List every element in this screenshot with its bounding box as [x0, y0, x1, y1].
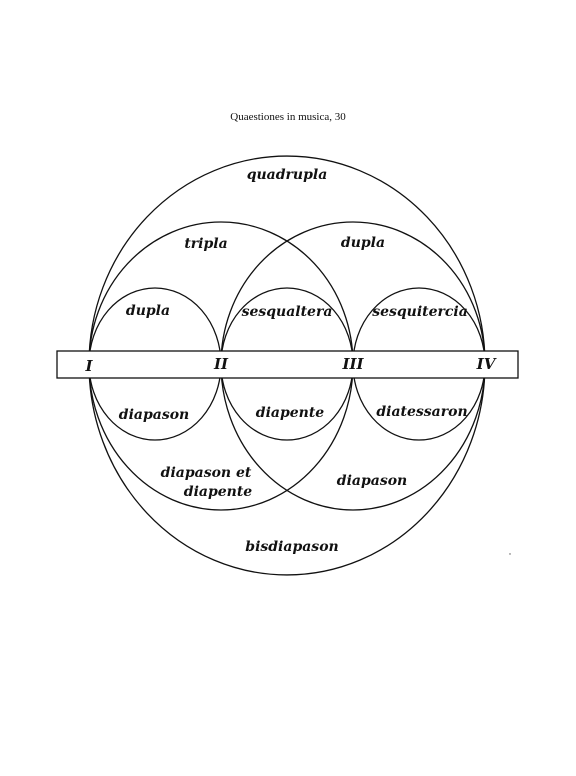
label-diapente: diapente — [256, 405, 325, 421]
lower-arcs — [88, 363, 486, 576]
label-tripla: tripla — [184, 236, 227, 252]
arc-sesqualtera — [220, 287, 354, 365]
speck — [509, 553, 511, 555]
point-label-1: I — [84, 357, 93, 375]
arc-diatessaron — [352, 363, 486, 441]
arc-bisdiapason — [88, 363, 486, 576]
page-title: Quaestiones in musica, 30 — [230, 111, 346, 123]
arc-diapason-left — [88, 363, 222, 441]
point-label-4: IV — [476, 355, 497, 373]
label-quadrupla: quadrupla — [247, 167, 328, 183]
label-diapason-et-line1: diapason et — [161, 465, 252, 481]
point-label-3: III — [341, 355, 364, 373]
upper-arcs — [88, 155, 486, 365]
label-sesquitercia: sesquitercia — [372, 304, 468, 320]
ratio-labels: quadrupla tripla dupla dupla sesqualtera… — [126, 167, 468, 320]
point-label-2: II — [213, 355, 229, 373]
label-diapason-left: diapason — [119, 407, 189, 423]
arc-diapason-right — [220, 363, 486, 511]
point-labels: I II III IV — [84, 355, 496, 375]
monochord-strip — [56, 350, 519, 379]
arc-diapente — [220, 363, 354, 441]
arc-sesquitercia — [352, 287, 486, 365]
label-sesqualtera: sesqualtera — [242, 304, 333, 320]
label-diatessaron: diatessaron — [376, 404, 467, 420]
arc-dupla-right — [220, 221, 486, 365]
arc-dupla-left — [88, 287, 222, 365]
interval-labels: diapason diapente diatessaron diapason e… — [119, 404, 468, 555]
label-diapason-right: diapason — [337, 473, 407, 489]
arc-quadrupla — [88, 155, 486, 365]
arc-tripla — [88, 221, 354, 365]
label-dupla-right: dupla — [341, 235, 385, 251]
arc-diapason-et-diapente — [88, 363, 354, 511]
label-bisdiapason: bisdiapason — [245, 539, 338, 555]
label-dupla-left: dupla — [126, 303, 170, 319]
label-diapason-et-line2: diapente — [184, 484, 253, 500]
